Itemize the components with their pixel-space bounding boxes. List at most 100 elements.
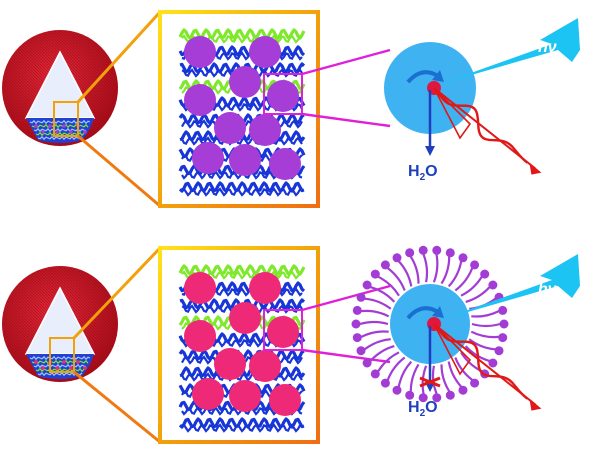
emission-arrow-head xyxy=(529,162,542,175)
zoom-line-upper xyxy=(76,10,162,104)
ligand-head xyxy=(494,346,504,356)
cone-particle-dot xyxy=(76,360,80,364)
emission-arrow-head xyxy=(529,398,542,411)
nanoparticle xyxy=(229,302,261,334)
ligand-head xyxy=(488,280,498,290)
ligand-head xyxy=(392,253,402,263)
rotation-arrow-head xyxy=(432,70,444,82)
ligand-chain xyxy=(460,276,483,297)
ligand-head xyxy=(445,248,455,258)
ligand-head xyxy=(405,248,415,258)
membrane-cone-circle xyxy=(2,30,118,146)
polymer-chain xyxy=(181,136,303,146)
ligand-head xyxy=(470,378,480,388)
water-arrow-head xyxy=(425,146,435,156)
cone-chain-line xyxy=(37,135,83,141)
ligand-head xyxy=(499,319,509,329)
ligand-head xyxy=(370,269,380,279)
cone-particle-dot xyxy=(69,366,73,370)
ligand-head xyxy=(351,319,361,329)
water-label: H2O xyxy=(408,399,438,419)
ligand-head xyxy=(498,305,508,315)
nanoparticle xyxy=(249,350,281,382)
ligand-chain xyxy=(422,253,429,283)
cone-particle-dot xyxy=(62,360,66,364)
ligand-head xyxy=(488,358,498,368)
connector-upper xyxy=(301,284,391,312)
ligand-head xyxy=(380,260,390,270)
ligand-chain xyxy=(377,275,400,297)
ligand-head xyxy=(392,385,402,395)
ligand-chain xyxy=(440,364,451,392)
ligand-head xyxy=(470,260,480,270)
ligand-head xyxy=(370,369,380,379)
connector-upper xyxy=(301,48,391,76)
ligand-head xyxy=(432,245,442,255)
polymer-chain xyxy=(181,372,303,382)
particle-zoom-box xyxy=(263,73,303,115)
nanoparticle xyxy=(269,384,301,416)
ligand-chain xyxy=(397,360,413,387)
emission-wave xyxy=(433,87,529,164)
nanoparticle xyxy=(267,80,299,112)
ligand-chain xyxy=(386,356,406,381)
nanoparticle xyxy=(184,36,216,68)
cone-particle-dot xyxy=(41,366,45,370)
membrane-cone-circle xyxy=(2,266,118,382)
cone-particle-dot xyxy=(55,366,59,370)
nanoparticle xyxy=(184,272,216,304)
connector-lower xyxy=(301,112,391,128)
ligand-head xyxy=(480,269,490,279)
ligand-chain xyxy=(465,286,491,303)
ligand-head xyxy=(445,390,455,400)
ligand-chain xyxy=(370,286,396,303)
ligand-chain xyxy=(432,254,439,283)
light-beam xyxy=(440,254,580,320)
cone-particle-dot xyxy=(48,124,52,128)
cone-chain-line xyxy=(37,371,83,377)
water-label-sub: 2 xyxy=(420,172,426,183)
nanoparticle xyxy=(214,348,246,380)
ligand-chain xyxy=(440,256,451,285)
nanoparticle xyxy=(267,316,299,348)
zoom-line-lower xyxy=(73,370,161,444)
ligand-chain xyxy=(360,330,389,338)
cone-particle-dot xyxy=(69,130,73,134)
nanoparticle xyxy=(192,378,224,410)
ligand-chain xyxy=(377,351,400,372)
particle-zoom-box xyxy=(263,309,303,351)
ligand-chain xyxy=(468,338,496,351)
ligand-head xyxy=(498,333,508,343)
nanoparticle xyxy=(184,84,216,116)
emission-axis xyxy=(433,323,537,406)
ligand-chain xyxy=(470,330,499,339)
ligand-head xyxy=(458,385,468,395)
ligand-head xyxy=(352,305,362,315)
ligand-chain xyxy=(387,267,406,291)
ligand-chain xyxy=(409,256,420,284)
nanoparticle xyxy=(249,272,281,304)
emission-axis xyxy=(433,87,537,170)
water-label-o: O xyxy=(425,399,437,416)
cone-particle-dot xyxy=(34,360,38,364)
nanoparticle xyxy=(214,112,246,144)
cone-particle-dot xyxy=(41,130,45,134)
cone-zoom-box xyxy=(53,101,79,137)
nanoparticle xyxy=(229,380,261,412)
ligand-chain xyxy=(359,320,389,326)
magnified-film-box xyxy=(158,246,320,444)
cone-particle-dot xyxy=(55,130,59,134)
ligand-chain xyxy=(409,363,420,392)
nanoparticle xyxy=(249,114,281,146)
zoom-line-upper xyxy=(72,246,162,340)
cone-chain-line xyxy=(29,119,91,125)
water-label: H2O xyxy=(408,163,438,183)
light-beam xyxy=(440,18,580,84)
cone-zoom-box xyxy=(49,337,75,373)
ligand-head xyxy=(405,390,415,400)
ligand-head xyxy=(432,393,442,403)
polymer-chain xyxy=(181,423,303,433)
